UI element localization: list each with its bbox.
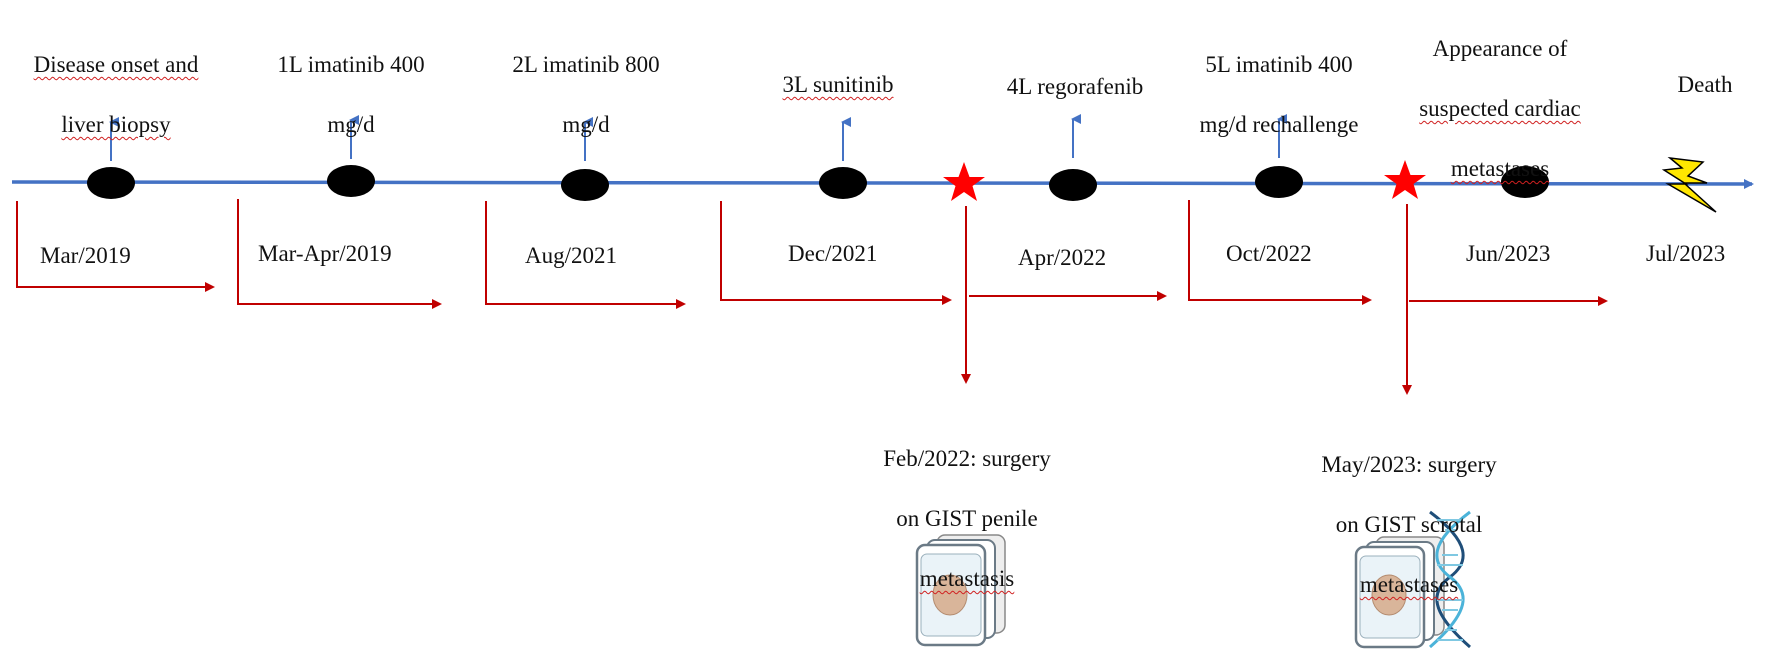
surgery-note: Feb/2022: surgery on GIST penile metasta…: [824, 414, 1110, 624]
event-date: Mar-Apr/2019: [258, 241, 392, 266]
event-date: Mar/2019: [40, 243, 131, 268]
event-date: Aug/2021: [525, 243, 617, 268]
surgery-note-text: metastases: [1359, 572, 1459, 597]
event-label-text: Disease onset and: [33, 52, 199, 77]
event-dot: [1049, 169, 1097, 201]
event-label-text: mg/d: [562, 112, 610, 137]
event-label: 2L imatinib 800 mg/d: [478, 20, 694, 170]
event-label-line: 1L imatinib 400: [243, 50, 459, 80]
surgery-note-line: May/2023: surgery: [1264, 450, 1554, 480]
surgery-note-text: Feb/2022: surgery: [883, 446, 1051, 471]
event-dot: [1501, 166, 1549, 198]
event-dot: [87, 167, 135, 199]
event-label-text: liver biopsy: [61, 112, 171, 137]
surgery-arrows: [961, 204, 1412, 395]
event-label-text: 4L regorafenib: [1006, 74, 1144, 99]
dna-helix-icon: [1429, 510, 1471, 649]
event-dot: [327, 165, 375, 197]
event-label-line: mg/d: [478, 110, 694, 140]
event-dot: [561, 169, 609, 201]
event-label-text: 3L sunitinib: [782, 72, 894, 97]
surgery-note-text: on GIST scrotal: [1335, 512, 1483, 537]
death-lightning-icon: [1661, 156, 1717, 213]
period-arrow: [720, 201, 952, 305]
event-label-text: 5L imatinib 400: [1205, 52, 1353, 77]
slide-stack-icon: [915, 534, 1006, 647]
surgery-note: May/2023: surgery on GIST scrotal metast…: [1264, 420, 1554, 630]
treatment-period-arrows: [16, 199, 1608, 309]
event-dot: [819, 167, 867, 199]
event-date: Jun/2023: [1466, 241, 1551, 266]
event-label-text: metastases: [1450, 156, 1550, 181]
event-label: Disease onset and liver biopsy: [0, 20, 232, 170]
event-label-text: Death: [1677, 72, 1733, 97]
event-label-line: mg/d rechallenge: [1163, 110, 1395, 140]
surgery-note-text: May/2023: surgery: [1321, 452, 1497, 477]
surgery-note-line: on GIST penile: [824, 504, 1110, 534]
event-label-line: 3L sunitinib: [738, 70, 938, 100]
event-label-line: Death: [1650, 70, 1760, 100]
event-label-text: 1L imatinib 400: [277, 52, 425, 77]
event-label-line: mg/d: [243, 110, 459, 140]
event-label: 1L imatinib 400 mg/d: [243, 20, 459, 170]
period-arrow: [237, 199, 442, 309]
period-arrow: [16, 201, 215, 292]
event-label: 3L sunitinib: [738, 40, 938, 130]
period-arrow: [1188, 200, 1372, 305]
event-label-line: suspected cardiac: [1385, 94, 1615, 124]
event-label-text: mg/d: [327, 112, 375, 137]
event-label-line: 2L imatinib 800: [478, 50, 694, 80]
event-label-line: Appearance of: [1385, 34, 1615, 64]
event-label-text: Appearance of: [1432, 36, 1568, 61]
event-date: Dec/2021: [788, 241, 878, 266]
event-label-line: liver biopsy: [0, 110, 232, 140]
event-dots: [87, 165, 1549, 201]
surgery-note-line: on GIST scrotal: [1264, 510, 1554, 540]
event-date: Jul/2023: [1646, 241, 1726, 266]
event-label-line: 4L regorafenib: [970, 72, 1180, 102]
event-label-line: Disease onset and: [0, 50, 232, 80]
event-label-line: 5L imatinib 400: [1163, 50, 1395, 80]
event-label-text: suspected cardiac: [1419, 96, 1581, 121]
event-label: 4L regorafenib: [970, 42, 1180, 132]
surgery-note-line: metastasis: [824, 564, 1110, 594]
event-date: Apr/2022: [1018, 245, 1107, 270]
surgery-note-line: metastases: [1264, 570, 1554, 600]
event-label: Appearance of suspected cardiac metastas…: [1385, 4, 1615, 214]
slide-stack-icon: [1354, 536, 1445, 649]
event-dot: [1255, 166, 1303, 198]
surgery-note-text: on GIST penile: [896, 506, 1038, 531]
event-label: 5L imatinib 400 mg/d rechallenge: [1163, 20, 1395, 170]
event-label-line: metastases: [1385, 154, 1615, 184]
event-label-text: mg/d rechallenge: [1199, 112, 1359, 137]
event-label: Death: [1650, 40, 1760, 130]
timeline-axis: [11, 178, 1754, 189]
event-date: Oct/2022: [1226, 241, 1312, 266]
surgery-note-text: metastasis: [919, 566, 1015, 591]
period-arrow: [485, 201, 686, 309]
surgery-star-icon: [1384, 160, 1426, 199]
surgery-star-icon: [943, 162, 985, 201]
surgery-note-line: Feb/2022: surgery: [824, 444, 1110, 474]
event-label-text: 2L imatinib 800: [512, 52, 660, 77]
event-up-arrows: [109, 114, 1287, 161]
